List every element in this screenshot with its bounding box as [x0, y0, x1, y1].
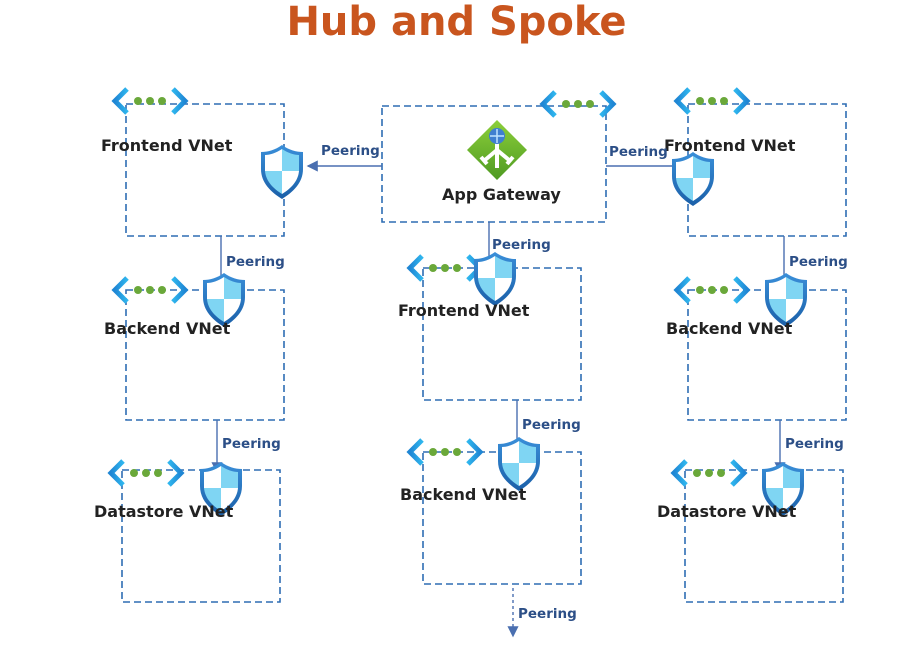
vnet-icon: [115, 89, 185, 113]
vnet-icon: [543, 92, 613, 116]
peering-label: Peering: [226, 254, 285, 270]
vnet-box-right-top: [687, 103, 847, 237]
peering-label: Peering: [321, 143, 380, 159]
peering-label: Peering: [222, 436, 281, 452]
vnet-box-right-mid: [687, 289, 847, 421]
peering-label: Peering: [492, 237, 551, 253]
hub-label: App Gateway: [442, 185, 561, 204]
vnet-label-right-mid: Backend VNet: [666, 319, 793, 338]
vnet-label-right-bottom: Datastore VNet: [657, 502, 797, 521]
peering-label: Peering: [522, 417, 581, 433]
vnet-label-left-top: Frontend VNet: [101, 136, 233, 155]
vnet-label-right-top: Frontend VNet: [664, 136, 796, 155]
app-gateway-icon: [467, 120, 527, 180]
shield-icon: [474, 252, 516, 306]
vnet-box-left-mid: [125, 289, 285, 421]
shield-icon: [672, 152, 714, 206]
peering-label: Peering: [609, 144, 668, 160]
peering-label: Peering: [518, 606, 577, 622]
hub-vnet-box: [381, 105, 607, 223]
shield-icon: [261, 145, 303, 199]
peering-label: Peering: [785, 436, 844, 452]
vnet-icon: [677, 89, 747, 113]
peering-label: Peering: [789, 254, 848, 270]
diagram-title: Hub and Spoke: [286, 0, 627, 45]
vnet-label-left-mid: Backend VNet: [104, 319, 231, 338]
vnet-label-left-bottom: Datastore VNet: [94, 502, 234, 521]
vnet-label-center-mid: Backend VNet: [400, 485, 527, 504]
vnet-box-left-top: [125, 103, 285, 237]
vnet-label-center-top: Frontend VNet: [398, 301, 530, 320]
shield-icon: [498, 437, 540, 491]
